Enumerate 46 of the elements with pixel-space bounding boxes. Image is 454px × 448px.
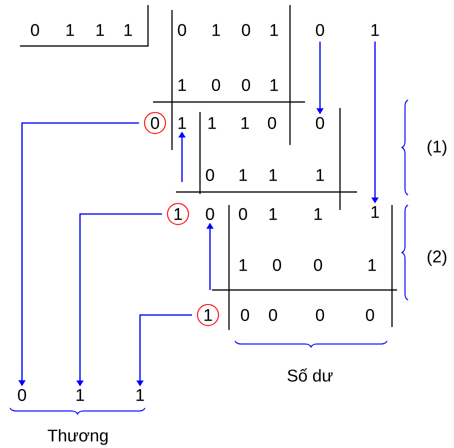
digit: 1: [212, 24, 220, 36]
digit: 1: [240, 169, 247, 181]
digit: 1: [314, 208, 322, 220]
digit: 1: [270, 169, 277, 181]
circled-digit: 1: [167, 203, 189, 225]
digit: 0: [206, 208, 214, 220]
step-label: (2): [428, 250, 446, 266]
digit: 1: [372, 24, 379, 36]
digit: 0: [240, 308, 250, 322]
digit: 0: [242, 78, 250, 92]
quotient-label: Thương: [48, 429, 108, 445]
digit: 1: [316, 169, 324, 181]
digit: 0: [316, 24, 324, 36]
digit: 0: [242, 24, 250, 36]
digit: 0: [212, 78, 220, 92]
digit: 0: [314, 258, 322, 272]
digit: 1: [372, 206, 379, 218]
digit: 0: [206, 168, 214, 182]
digit: 0: [268, 116, 276, 130]
digit: 0: [316, 116, 324, 130]
remainder-label: Số dư: [288, 368, 333, 382]
digit: 0: [272, 258, 282, 272]
digit: 1: [66, 24, 74, 36]
digit: 1: [270, 79, 278, 91]
digit: 1: [270, 24, 278, 36]
digit: 0: [30, 24, 40, 36]
digit: 1: [242, 117, 249, 129]
digit: 1: [76, 389, 84, 401]
digit: 1: [368, 259, 376, 271]
circled-digit: 0: [144, 112, 166, 134]
digit: 0: [238, 208, 248, 220]
digit: 0: [366, 308, 374, 322]
circled-digit: 1: [197, 304, 219, 326]
digit: 1: [136, 389, 144, 401]
digit: 1: [124, 24, 132, 36]
digit: 1: [270, 208, 277, 220]
digit: 1: [178, 79, 186, 91]
digit: 0: [178, 24, 186, 36]
digit: 1: [178, 117, 186, 129]
digit: 1: [96, 24, 104, 36]
digit: 1: [240, 259, 247, 271]
digit: 0: [18, 388, 26, 402]
digit: 1: [208, 117, 216, 129]
digit: 0: [316, 308, 324, 322]
step-label: (1): [428, 140, 446, 156]
digit: 0: [268, 308, 278, 322]
